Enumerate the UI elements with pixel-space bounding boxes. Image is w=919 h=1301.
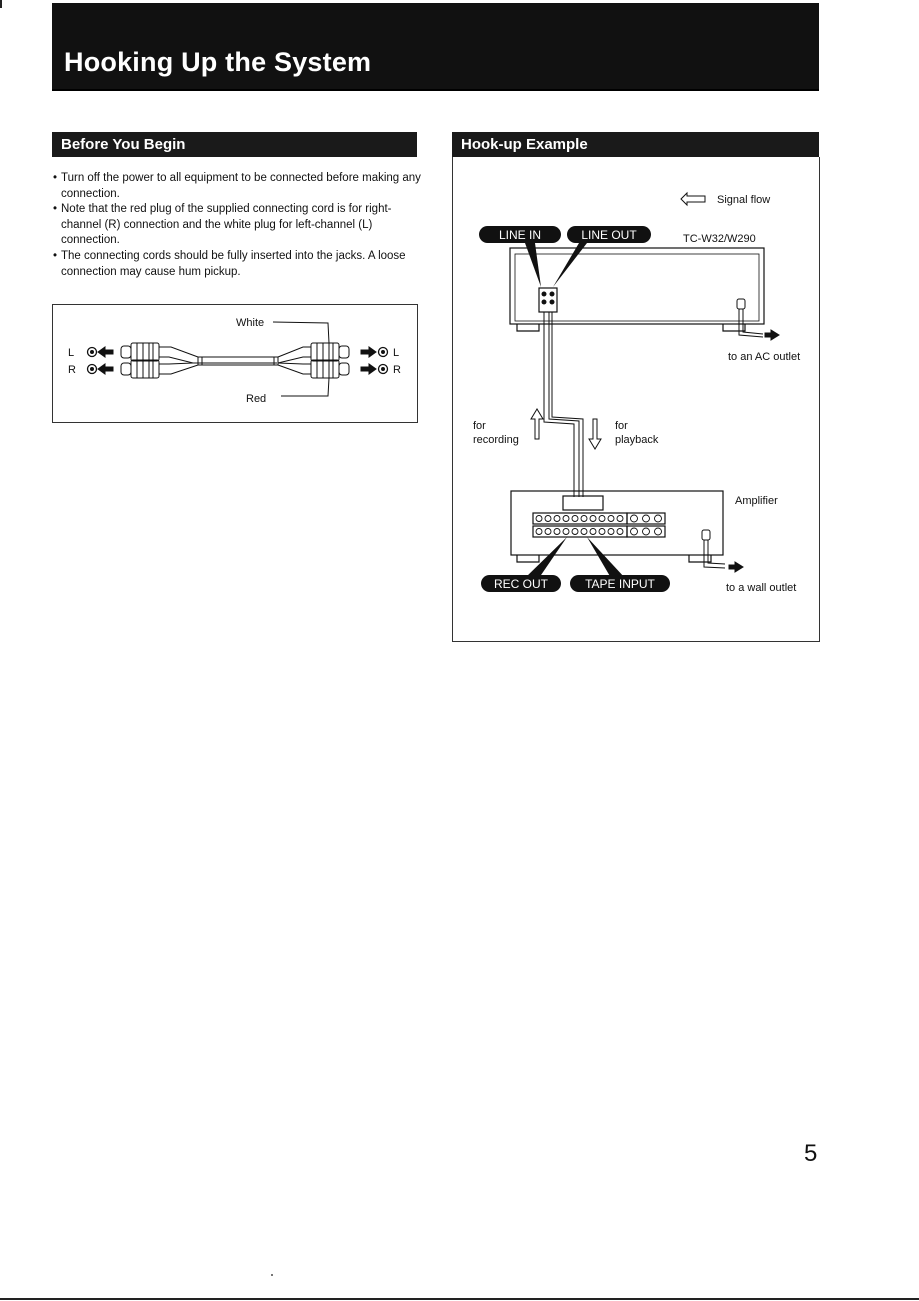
stray-mark [271,1274,273,1276]
wall-outlet-label: to a wall outlet [726,582,796,594]
left-l-label: L [68,347,74,359]
white-plug-label: White [236,317,264,329]
rec-out-label: REC OUT [494,577,549,591]
left-jack-l-icon [86,346,98,358]
for-playback-label-2: playback [615,434,659,446]
section-heading-hookup-example: Hook-up Example [452,132,819,157]
title-bar: Hooking Up the System [52,3,819,91]
hookup-example-figure: Signal flow LINE IN LINE OUT TC-W32/W290… [452,157,820,642]
tape-input-badge [570,575,670,592]
right-jack-l-icon [377,346,389,358]
left-r-label: R [68,364,76,376]
for-recording-label-1: for [473,420,486,432]
connecting-cord-figure: White Red L R L R [52,304,418,423]
recording-arrow-icon [530,408,544,440]
page-title: Hooking Up the System [64,47,372,77]
instruction-item: The connecting cords should be fully ins… [52,249,424,280]
instruction-item: Note that the red plug of the supplied c… [52,202,424,249]
amplifier-label: Amplifier [735,495,778,507]
bottom-rule [0,1298,919,1300]
left-jack-r-icon [86,363,98,375]
signal-flow-label: Signal flow [717,194,770,206]
cassette-deck [509,247,765,332]
tape-input-label: TAPE INPUT [585,577,655,591]
for-recording-label-2: recording [473,434,519,446]
rec-out-badge [481,575,561,592]
connecting-cord-drawing: White Red L R L R [68,317,401,405]
signal-flow-arrow-icon [680,191,706,207]
hookup-diagram: Signal flow LINE IN LINE OUT TC-W32/W290… [473,191,800,594]
right-l-label: L [393,347,399,359]
line-in-badge [479,226,561,243]
corner-mark [0,0,2,8]
line-out-badge [567,226,651,243]
red-plug-label: Red [246,393,266,405]
amplifier [510,490,724,563]
line-in-label: LINE IN [499,228,541,242]
instruction-item: Turn off the power to all equipment to b… [52,171,424,202]
page-number: 5 [804,1140,818,1167]
section-heading-before-you-begin: Before You Begin [52,132,417,157]
line-out-label: LINE OUT [581,228,637,242]
right-r-label: R [393,364,401,376]
for-playback-label-1: for [615,420,628,432]
right-jack-r-icon [377,363,389,375]
playback-arrow-icon [588,418,602,450]
deck-model-label: TC-W32/W290 [683,233,756,245]
instruction-list: Turn off the power to all equipment to b… [52,171,424,280]
ac-outlet-label: to an AC outlet [728,351,800,363]
